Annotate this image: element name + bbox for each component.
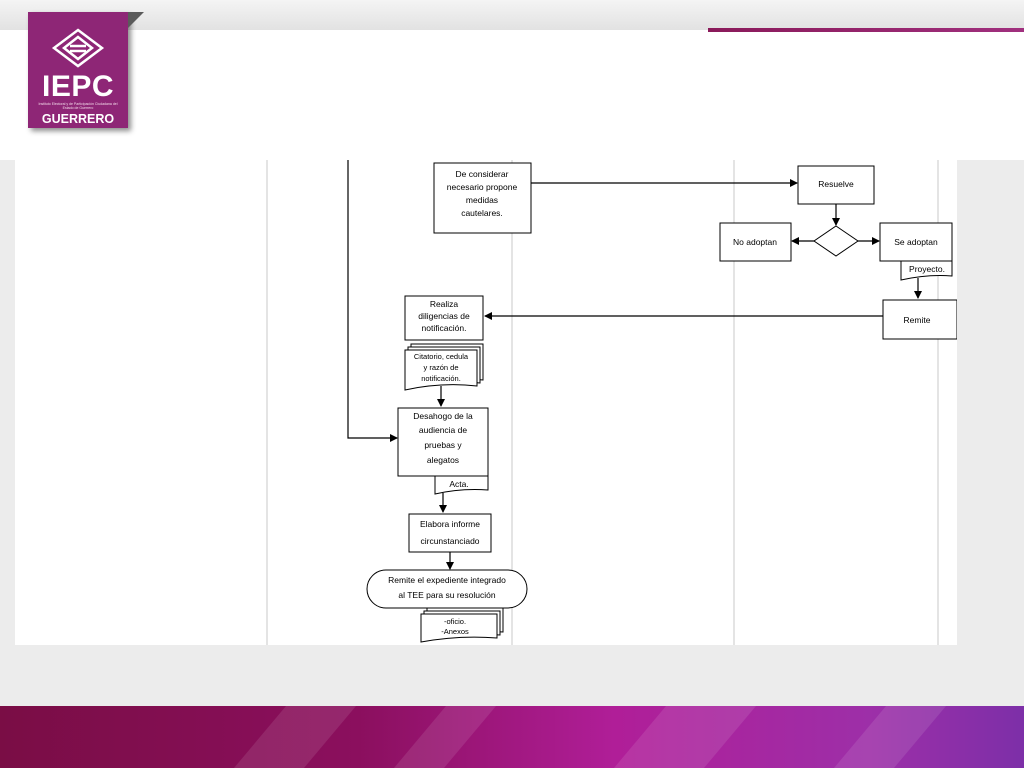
doc-citatorio: Citatorio, cedula y razón de notificació… bbox=[404, 343, 484, 391]
node-elabora-informe: Elabora informe circunstanciado bbox=[408, 513, 492, 553]
svg-text:Desahogo de la: Desahogo de la bbox=[413, 411, 473, 421]
node-remite-expediente: Remite el expediente integrado al TEE pa… bbox=[366, 569, 528, 609]
svg-text:De considerar: De considerar bbox=[456, 169, 509, 179]
iepc-logo: IEPC Instituto Electoral y de Participac… bbox=[28, 12, 128, 128]
svg-text:al TEE para su resolución: al TEE para su resolución bbox=[398, 590, 495, 600]
band-stripe bbox=[833, 706, 947, 768]
svg-text:Citatorio, cedula: Citatorio, cedula bbox=[414, 352, 469, 361]
svg-text:Remite el expediente integrad: Remite el expediente integrado bbox=[388, 575, 506, 585]
svg-text:Elabora informe: Elabora informe bbox=[420, 519, 480, 529]
svg-text:Proyecto.: Proyecto. bbox=[909, 264, 945, 274]
slide-header-area bbox=[0, 30, 1024, 160]
svg-text:Realiza: Realiza bbox=[430, 299, 459, 309]
svg-text:cautelares.: cautelares. bbox=[461, 208, 503, 218]
node-desahogo-audiencia: Desahogo de la audiencia de pruebas y al… bbox=[397, 407, 489, 477]
svg-text:y razón de: y razón de bbox=[423, 363, 458, 372]
svg-text:alegatos: alegatos bbox=[427, 455, 459, 465]
logo-name: IEPC bbox=[41, 70, 115, 103]
band-stripe bbox=[233, 706, 357, 768]
svg-text:Remite: Remite bbox=[904, 315, 931, 325]
doc-oficio-anexos: -oficio. -Anexos bbox=[420, 607, 504, 643]
logo-small-text: Instituto Electoral y de Participación C… bbox=[38, 102, 118, 110]
node-remite: Remite bbox=[882, 299, 958, 340]
svg-text:pruebas y: pruebas y bbox=[424, 440, 462, 450]
node-medidas-cautelares: De considerar necesario propone medidas … bbox=[433, 162, 532, 234]
svg-text:diligencias de: diligencias de bbox=[418, 311, 470, 321]
connector-loop-to-desahogo bbox=[347, 160, 398, 442]
band-stripe bbox=[393, 706, 497, 768]
flowchart-svg: De considerar necesario propone medidas … bbox=[266, 160, 958, 645]
svg-text:audiencia de: audiencia de bbox=[419, 425, 467, 435]
decision-diamond bbox=[813, 225, 859, 257]
band-stripe bbox=[613, 706, 757, 768]
logo-fold bbox=[128, 12, 144, 28]
svg-text:circunstanciado: circunstanciado bbox=[420, 536, 479, 546]
doc-proyecto: Proyecto. bbox=[900, 260, 953, 281]
svg-text:Se adoptan: Se adoptan bbox=[894, 237, 938, 247]
svg-text:notificación.: notificación. bbox=[422, 323, 467, 333]
doc-acta: Acta. bbox=[434, 475, 489, 495]
node-realiza-diligencias: Realiza diligencias de notificación. bbox=[404, 295, 484, 341]
logo-subname: GUERRERO bbox=[41, 112, 115, 126]
top-band bbox=[0, 0, 1024, 30]
svg-text:Resuelve: Resuelve bbox=[818, 179, 854, 189]
svg-text:notificación.: notificación. bbox=[421, 374, 461, 383]
svg-text:-Anexos: -Anexos bbox=[441, 627, 469, 636]
accent-line bbox=[708, 28, 1024, 32]
flowchart-diagram: De considerar necesario propone medidas … bbox=[15, 160, 958, 645]
node-resuelve: Resuelve bbox=[797, 165, 875, 205]
node-se-adoptan: Se adoptan bbox=[879, 222, 953, 262]
svg-text:Acta.: Acta. bbox=[449, 479, 468, 489]
svg-text:necesario propone: necesario propone bbox=[447, 182, 518, 192]
logo-emblem-icon bbox=[51, 28, 105, 68]
svg-text:No adoptan: No adoptan bbox=[733, 237, 777, 247]
bottom-band bbox=[0, 706, 1024, 768]
node-no-adoptan: No adoptan bbox=[719, 222, 792, 262]
svg-text:medidas: medidas bbox=[466, 195, 498, 205]
svg-text:-oficio.: -oficio. bbox=[444, 617, 466, 626]
